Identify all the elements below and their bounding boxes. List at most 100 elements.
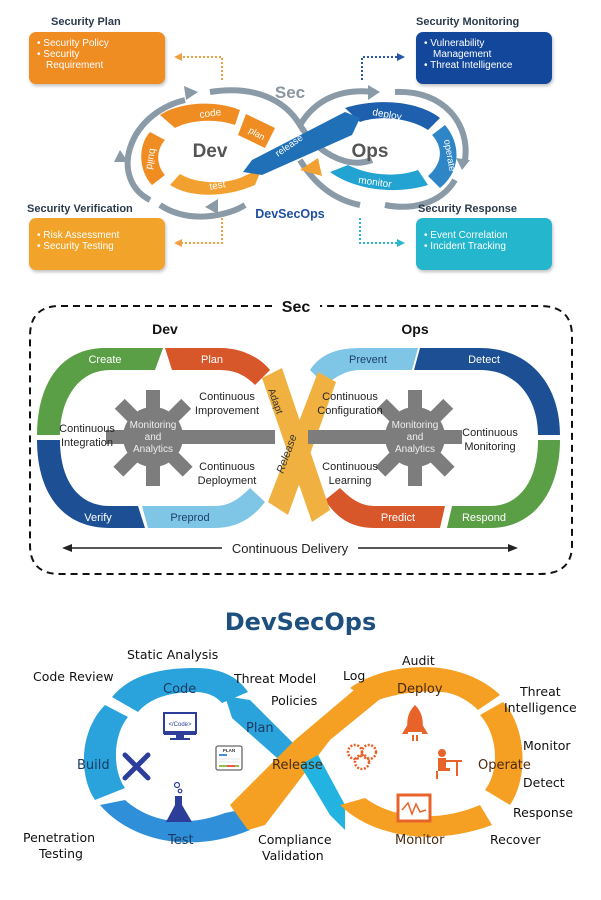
step-monitor: monitor (358, 175, 393, 191)
label-prevent: Prevent (349, 354, 387, 366)
gear-label-1: Monitoring (392, 420, 439, 431)
label-respond: Respond (462, 512, 506, 524)
sec-frame (29, 305, 573, 575)
segment-verify (37, 440, 145, 528)
label-cl-2: Learning (329, 475, 372, 487)
segment-build (141, 132, 165, 185)
segment-plan (165, 348, 270, 385)
item: Incident Tracking (430, 241, 506, 252)
connector-verification (178, 218, 223, 244)
bullet: • (37, 241, 41, 252)
segment-operate (480, 702, 523, 805)
label-pentest-1: Penetration (23, 830, 96, 845)
label-cm-2: Monitoring (464, 441, 515, 453)
label-ci-2: Integration (61, 437, 113, 449)
arrowhead-icon (184, 86, 198, 100)
segment-test (170, 168, 262, 195)
operator-icon (436, 749, 462, 779)
gear-label-2: and (407, 432, 424, 443)
security-monitoring-box: • Vulnerability Management • Threat Inte… (416, 32, 552, 84)
connector-response (359, 218, 400, 244)
item: Requirement (46, 60, 104, 71)
arrowhead-icon (205, 199, 218, 214)
bullet: • (424, 230, 428, 241)
bullet: • (37, 38, 41, 49)
item: Management (433, 49, 492, 60)
sec-label: Sec (275, 83, 305, 102)
monitor-chart-icon (396, 793, 432, 823)
item: Threat Intelligence (430, 60, 513, 71)
segment-monitor (330, 165, 428, 191)
label-threat-model: Threat Model (234, 671, 317, 686)
gear-label-3: Analytics (133, 444, 173, 455)
step-code: code (199, 107, 222, 121)
label-response: Response (513, 805, 574, 820)
ops-title: Ops (401, 321, 428, 337)
outer-cycle-arrows (124, 87, 469, 220)
continuous-delivery-label: Continuous Delivery (232, 541, 349, 556)
label-code: Code (163, 682, 197, 697)
label-test: Test (168, 833, 194, 848)
label-build: Build (77, 758, 110, 773)
code-screen-text: </Code> (168, 722, 192, 728)
label-policies: Policies (271, 693, 318, 708)
label-pentest-2: Testing (39, 846, 83, 861)
security-plan-title: Security Plan (51, 16, 121, 28)
segment-create (37, 348, 163, 435)
gear-icon (106, 390, 200, 486)
infinity-loop-3: </Code> PLAN (83, 667, 523, 843)
arrowhead-icon (456, 158, 470, 170)
label-deploy: Deploy (397, 682, 443, 697)
label-preprod: Preprod (170, 512, 209, 524)
gear-icon (368, 390, 462, 486)
label-cd-1: Continuous (199, 461, 255, 473)
arrowhead-icon (174, 239, 182, 247)
security-monitoring-title: Security Monitoring (416, 16, 520, 28)
label-code-review: Code Review (33, 669, 114, 684)
arc-center-bottom (297, 158, 361, 208)
arc-right-bottom (384, 178, 458, 210)
arrowhead-icon (174, 53, 182, 61)
label-cd-2: Deployment (198, 475, 257, 487)
tools-icon (122, 752, 151, 781)
arrowhead-icon (114, 150, 128, 162)
gear-label-3: Analytics (395, 444, 435, 455)
bullet: • (424, 38, 428, 49)
diagram-continuous-loop: Sec Dev Ops Create Plan Verify Detect Pr… (29, 299, 573, 575)
label-detect: Detect (468, 354, 500, 366)
segment-release (230, 685, 385, 830)
label-audit: Audit (402, 653, 435, 668)
step-test: test (209, 179, 227, 193)
segment-deploy (345, 102, 440, 130)
arrow-right-icon (508, 544, 518, 552)
arc-right-top (394, 88, 469, 161)
plan-sheet-text: PLAN (223, 748, 235, 753)
segment-deploy (350, 667, 500, 710)
segment-release (268, 372, 336, 515)
label-ci-1: Continuous (59, 423, 115, 435)
label-threat-intel-1: Threat (520, 684, 561, 699)
arc-center-up (297, 88, 376, 127)
arrow-left-icon (62, 544, 72, 552)
label-verify: Verify (84, 512, 112, 524)
step-deploy: deploy (371, 107, 402, 123)
item: Security Testing (43, 241, 114, 252)
dev-title: Dev (152, 321, 178, 337)
item: Event Correlation (430, 230, 508, 241)
item: Security Policy (43, 38, 109, 49)
segment-code (160, 103, 240, 128)
bullet: • (424, 241, 428, 252)
segment-predict (325, 488, 445, 528)
label-cc-1: Continuous (322, 391, 378, 403)
segment-compliance-arrow (300, 755, 345, 830)
label-cc-2: Configuration (317, 405, 382, 417)
sec-title: Sec (282, 299, 311, 316)
segment-operate (428, 125, 457, 188)
label-release: Release (272, 758, 323, 773)
item: Security (43, 49, 80, 60)
label-compliance-1: Compliance (258, 832, 332, 847)
security-verification-title: Security Verification (27, 203, 133, 215)
connector-monitoring (361, 56, 400, 80)
flask-icon (166, 781, 192, 822)
security-response-title: Security Response (418, 203, 518, 215)
